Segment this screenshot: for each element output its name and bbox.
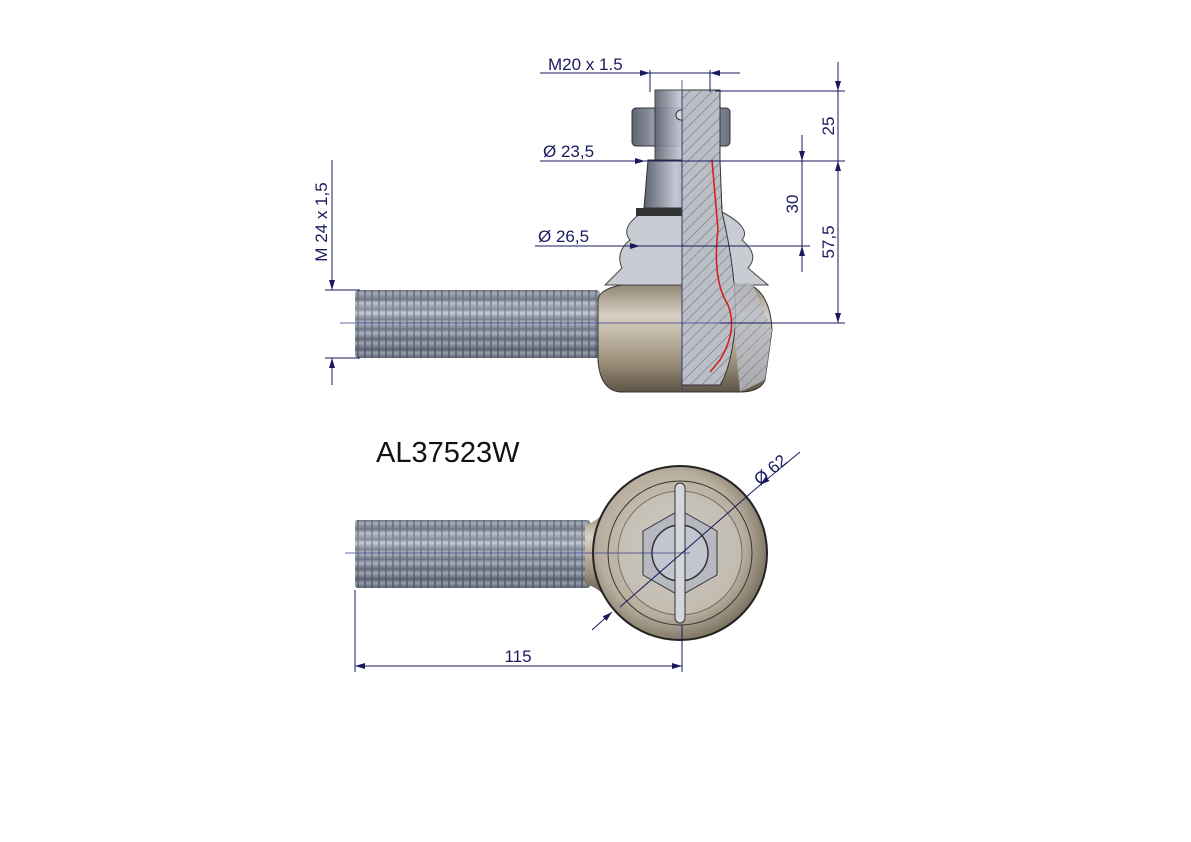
section-red-line <box>709 159 733 373</box>
taper-small-dia-label: Ø 23,5 <box>543 142 594 161</box>
part-number: AL37523W <box>376 437 520 469</box>
shank-thread-label: M 24 x 1,5 <box>312 182 331 261</box>
taper-large-dia-label: Ø 26,5 <box>538 227 589 246</box>
stud-height-label: 57,5 <box>819 225 838 258</box>
stud-top-height-label: 25 <box>819 117 838 136</box>
boot-clamp <box>636 208 722 216</box>
taper-length-label: 30 <box>783 195 802 214</box>
housing-section <box>728 283 772 392</box>
overall-length-label: 115 <box>504 647 531 666</box>
top-view <box>345 465 768 641</box>
side-view-dimensions: M20 x 1.5 Ø 23,5 Ø 26,5 25 57,5 30 M 24 … <box>312 55 845 385</box>
eye-diameter-label: Ø 62 <box>750 451 790 489</box>
side-view <box>340 80 773 393</box>
stud-thread-label: M20 x 1.5 <box>548 55 623 74</box>
